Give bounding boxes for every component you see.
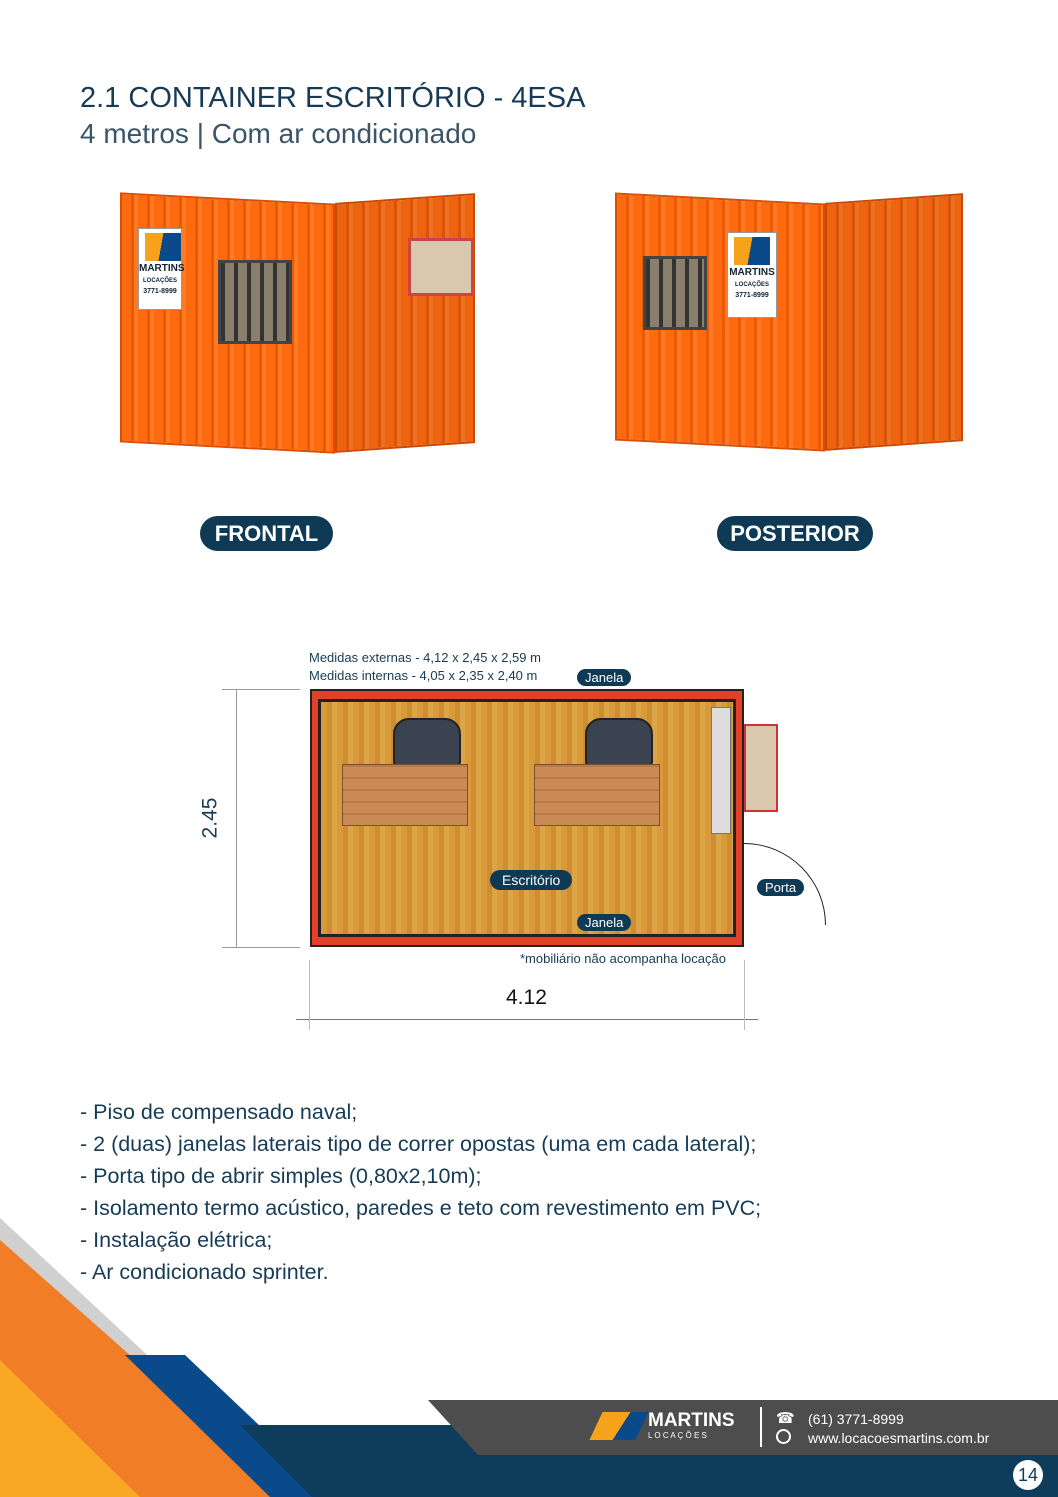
internal-dimensions: Medidas internas - 4,05 x 2,35 x 2,40 m — [309, 668, 538, 683]
footer-decoration — [0, 1218, 1058, 1497]
globe-icon — [776, 1429, 791, 1444]
window — [643, 256, 707, 330]
air-conditioner — [744, 724, 778, 812]
feature-item: - Instalação elétrica; — [80, 1228, 273, 1252]
feature-item: - Ar condicionado sprinter. — [80, 1260, 329, 1284]
window-bottom-label: Janela — [577, 914, 632, 931]
room-label: Escritório — [490, 870, 573, 890]
page-number: 14 — [1013, 1460, 1043, 1490]
page-title: 2.1 CONTAINER ESCRITÓRIO - 4ESA — [80, 82, 586, 114]
window-top-label: Janela — [577, 669, 632, 686]
footer-brand: MARTINS — [648, 1410, 735, 1431]
page-subtitle: 4 metros | Com ar condicionado — [80, 118, 477, 149]
external-dimensions: Medidas externas - 4,12 x 2,45 x 2,59 m — [309, 650, 541, 665]
width-dimension: 4.12 — [506, 986, 547, 1009]
air-conditioner — [408, 238, 474, 296]
feature-item: - 2 (duas) janelas laterais tipo de corr… — [80, 1132, 757, 1156]
window — [218, 260, 292, 344]
door-label: Porta — [757, 879, 805, 896]
footer-brand-sub: L O C A Ç Õ E S — [648, 1431, 707, 1440]
footer-website[interactable]: www.locacoesmartins.com.br — [808, 1430, 990, 1446]
feature-item: - Porta tipo de abrir simples (0,80x2,10… — [80, 1164, 482, 1188]
feature-item: - Isolamento termo acústico, paredes e t… — [80, 1196, 762, 1220]
desk — [534, 764, 660, 826]
phone-icon: ☎ — [776, 1410, 795, 1427]
posterior-label: POSTERIOR — [717, 516, 873, 551]
furniture-note: *mobiliário não acompanha locação — [520, 951, 726, 966]
height-dimension: 2.45 — [198, 797, 222, 839]
footer-phone: (61) 3771-8999 — [808, 1411, 904, 1427]
desk — [342, 764, 468, 826]
feature-item: - Piso de compensado naval; — [80, 1100, 358, 1124]
frontal-label: FRONTAL — [200, 516, 333, 551]
feature-list: - Piso de compensado naval; - 2 (duas) j… — [80, 1100, 761, 1292]
